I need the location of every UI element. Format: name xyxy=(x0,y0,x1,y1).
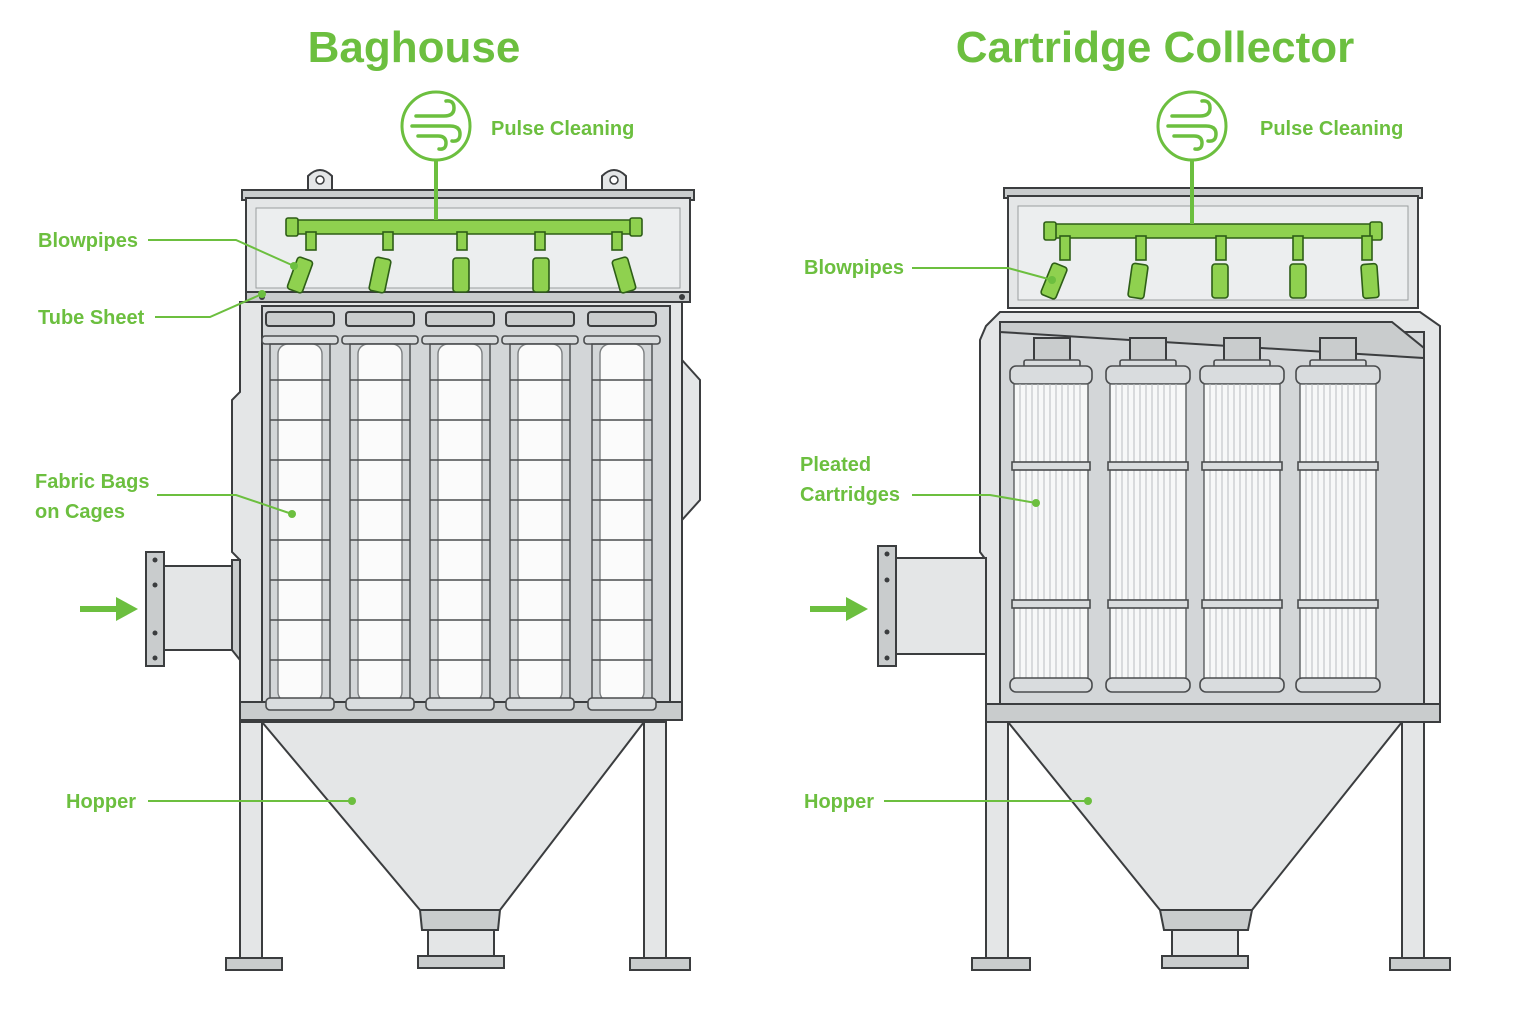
fabric-bags-label: Fabric Bags xyxy=(35,471,149,493)
hopper-label: Hopper xyxy=(804,791,874,813)
blowpipe-nozzle xyxy=(1360,235,1380,300)
blowpipe-manifold xyxy=(285,150,643,237)
blowpipe-nozzle xyxy=(1127,235,1149,300)
right-foot xyxy=(1389,957,1451,971)
blowpipe-manifold xyxy=(1043,160,1383,241)
blowpipes-label: Blowpipes xyxy=(804,257,904,279)
inlet-flange xyxy=(145,551,165,667)
baghouse-title: Baghouse xyxy=(308,23,521,72)
hopper-label: Hopper xyxy=(66,791,136,813)
air-flow-icon xyxy=(400,90,472,162)
left-foot xyxy=(225,957,283,971)
pleated-cartridges-leader xyxy=(912,494,1037,504)
inlet-duct xyxy=(889,557,987,655)
hopper-outlet xyxy=(427,929,495,959)
blowpipe-nozzle xyxy=(532,231,550,293)
fabric-bag-cage xyxy=(261,311,339,711)
pulse-cleaning-label: Pulse Cleaning xyxy=(1260,118,1403,140)
baghouse-unit: Pulse Cleaning Blowpipes Tube Sheet Fabr… xyxy=(35,90,701,971)
left-leg xyxy=(239,721,263,963)
fabric-bag-cage xyxy=(341,311,419,711)
cartridges-label: Cartridges xyxy=(800,484,900,506)
pleated-cartridge xyxy=(1295,337,1381,693)
pleated-label: Pleated xyxy=(800,454,871,476)
pulse-cleaning-label: Pulse Cleaning xyxy=(491,118,634,140)
blowpipes-leader xyxy=(148,239,295,267)
hopper xyxy=(259,721,647,911)
right-foot xyxy=(629,957,691,971)
fabric-bag-cage xyxy=(501,311,579,711)
inlet-flow-arrow xyxy=(810,597,868,621)
blowpipe-nozzle xyxy=(286,231,317,294)
tube-sheet-label: Tube Sheet xyxy=(38,307,145,329)
pleated-cartridge xyxy=(1105,337,1191,693)
hopper xyxy=(1005,721,1405,911)
fabric-bags-leader xyxy=(157,494,293,515)
blowpipe-nozzle xyxy=(452,231,470,293)
blowpipes-label: Blowpipes xyxy=(38,230,138,252)
left-foot xyxy=(971,957,1031,971)
blowpipe-nozzle xyxy=(1289,235,1307,299)
left-leg xyxy=(985,721,1009,963)
blowpipe-nozzle xyxy=(1211,235,1229,299)
hopper-outlet xyxy=(1171,929,1239,959)
blowpipes-leader xyxy=(912,267,1053,281)
inlet-duct xyxy=(157,565,241,651)
right-leg xyxy=(643,721,667,963)
pleated-cartridge xyxy=(1199,337,1285,693)
right-leg xyxy=(1401,721,1425,963)
cartridge-collector-unit: Pulse Cleaning Blowpipes Pleated Cartrid… xyxy=(800,90,1451,971)
on-cages-label: on Cages xyxy=(35,501,125,523)
pleated-cartridge xyxy=(1009,337,1093,693)
inlet-flow-arrow xyxy=(80,597,138,621)
blowpipe-nozzle xyxy=(611,231,637,294)
inlet-flange xyxy=(877,545,897,667)
tube-sheet-leader xyxy=(155,293,263,318)
fabric-bag-cage xyxy=(421,311,499,711)
air-flow-icon xyxy=(1156,90,1228,162)
cartridge-collector-title: Cartridge Collector xyxy=(956,23,1355,72)
blowpipe-nozzle xyxy=(368,231,394,294)
fabric-bag-cage xyxy=(583,311,661,711)
